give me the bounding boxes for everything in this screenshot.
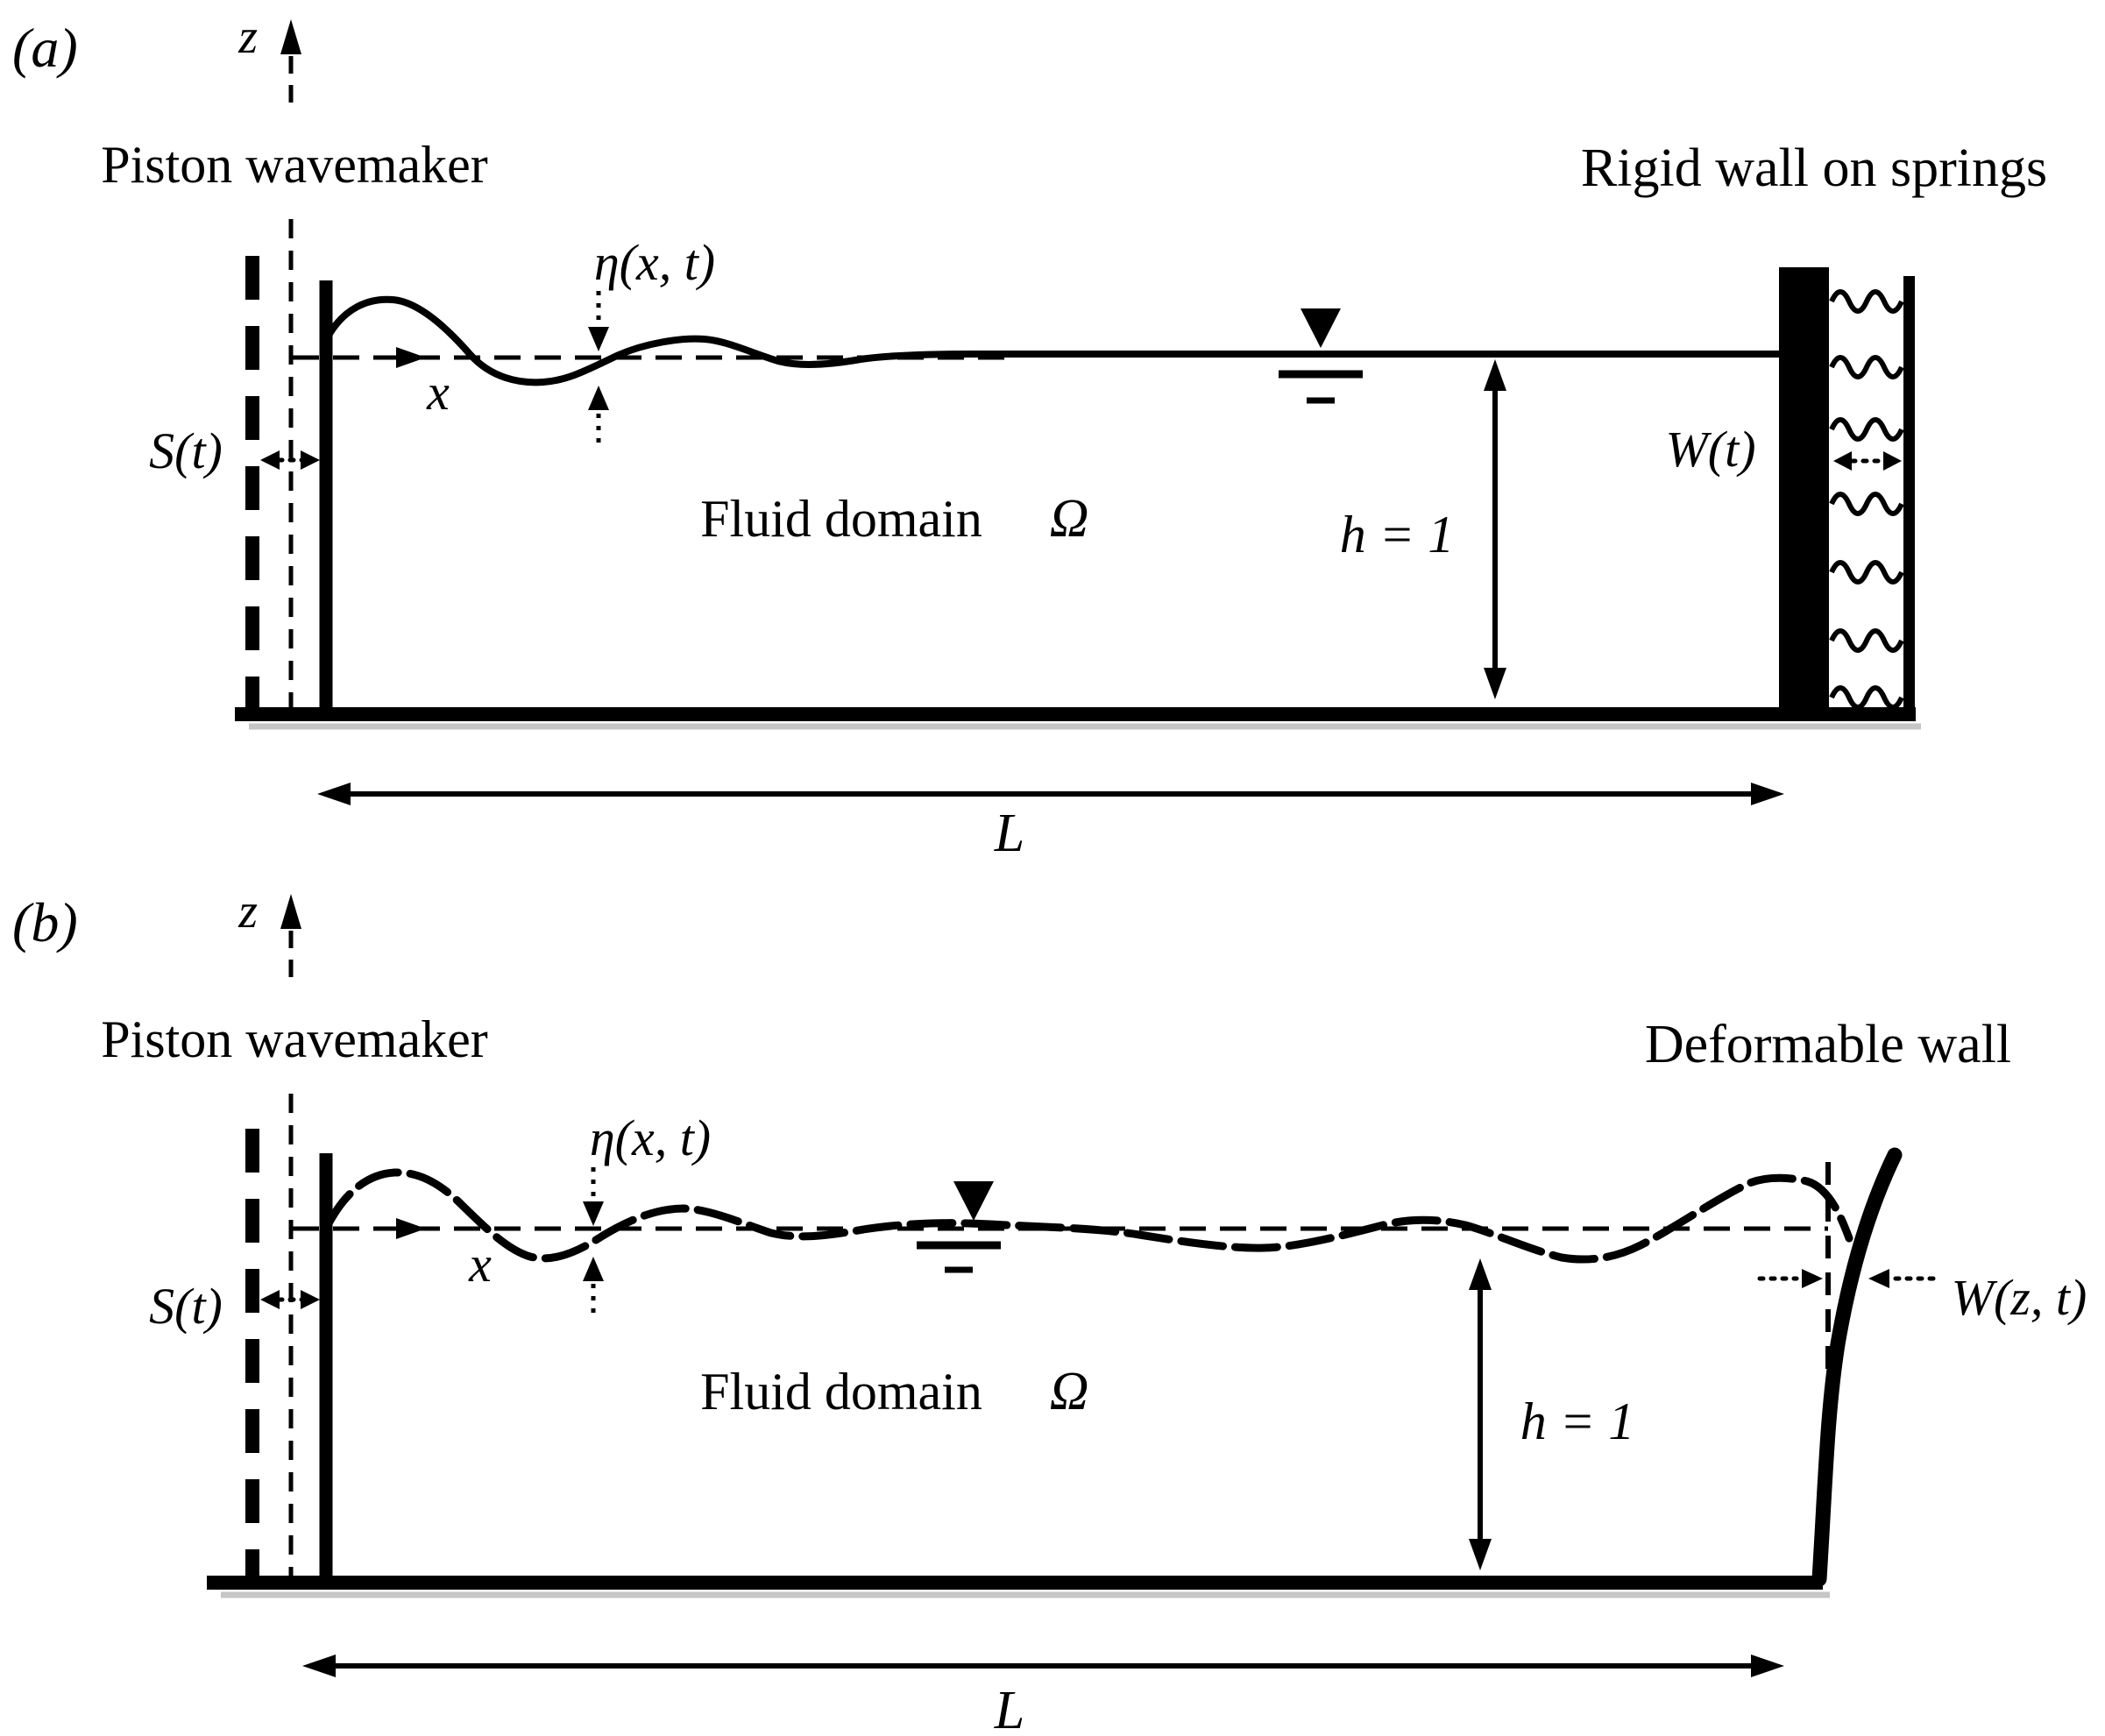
rigid-wall-a [1779,267,1829,714]
deformable-wall-b [1811,1147,1903,1587]
length-arrowhead-left-b [302,1655,336,1677]
water-level-marker-icon-a [1279,308,1363,404]
length-arrowhead-right-a [1751,783,1784,805]
panel-b: (b) z Piston wavemaker Deformable wall S… [12,884,2087,1736]
length-arrowhead-left-a [317,783,351,805]
surface-elevation-label-b: η(x, t) [590,1109,711,1166]
tank-length-label-b: L [994,1681,1024,1736]
tank-length-label-a: L [994,804,1024,863]
depth-arrowhead-bottom-b [1469,1539,1492,1570]
depth-arrowhead-bottom-a [1484,668,1506,699]
free-surface-a [322,295,1783,386]
piston-stroke-label-b: S(t) [149,1278,223,1335]
fluid-domain-symbol-a: Ω [1050,489,1089,549]
z-axis-arrowhead-b [280,894,301,929]
x-axis-label-b: x [468,1236,492,1293]
free-surface-b [322,1168,1853,1264]
wall-displacement-label-a: W(t) [1665,421,1755,478]
piston-stroke-arrowhead-left-b [260,1290,280,1309]
wall-motion-arrowhead-right-a [1883,451,1902,471]
eta-arrowhead-down-a [588,327,609,351]
wall-motion-arrowhead-right-b [1868,1269,1889,1288]
fluid-domain-label-a: Fluid domain [700,490,982,548]
depth-arrowhead-top-a [1484,359,1506,391]
z-axis-label-a: z [237,10,258,64]
eta-arrowhead-down-b [583,1201,604,1226]
length-arrowhead-right-b [1751,1655,1784,1677]
piston-stroke-arrowhead-right-b [301,1290,320,1309]
x-axis-arrowhead-a [396,347,426,368]
piston-stroke-label-a: S(t) [149,422,223,479]
wall-title-a: Rigid wall on springs [1581,138,2047,198]
wall-displacement-label-b: W(z, t) [1952,1269,2087,1326]
z-axis-arrowhead-a [280,19,301,54]
piston-stroke-arrowhead-left-a [260,450,280,470]
spring-support-wall-a [1903,276,1915,714]
eta-arrowhead-up-b [583,1257,604,1281]
x-axis-label-a: x [426,364,450,421]
panel-a-tag: (a) [12,17,78,79]
springs-a [1829,289,1904,710]
wall-motion-arrowhead-left-b [1802,1269,1823,1288]
z-axis-label-b: z [237,884,258,939]
x-axis-arrowhead-b [396,1218,426,1239]
depth-label-b: h = 1 [1520,1392,1635,1450]
panel-a: (a) z Piston wavemaker Rigid wall on spr… [12,10,2047,863]
surface-elevation-label-a: η(x, t) [594,234,715,291]
wavemaker-title-a: Piston wavemaker [101,136,488,194]
water-level-marker-icon-b [917,1181,1001,1273]
fluid-domain-symbol-b: Ω [1050,1362,1089,1421]
depth-label-a: h = 1 [1340,506,1455,563]
eta-arrowhead-up-a [588,386,609,410]
wall-title-b: Deformable wall [1645,1015,2011,1074]
piston-stroke-arrowhead-right-a [301,450,320,470]
panel-b-tag: (b) [12,891,78,953]
wall-motion-arrowhead-left-a [1833,451,1852,471]
depth-arrowhead-top-b [1469,1258,1492,1290]
fluid-domain-label-b: Fluid domain [700,1363,982,1421]
wavemaker-title-b: Piston wavemaker [101,1010,488,1068]
